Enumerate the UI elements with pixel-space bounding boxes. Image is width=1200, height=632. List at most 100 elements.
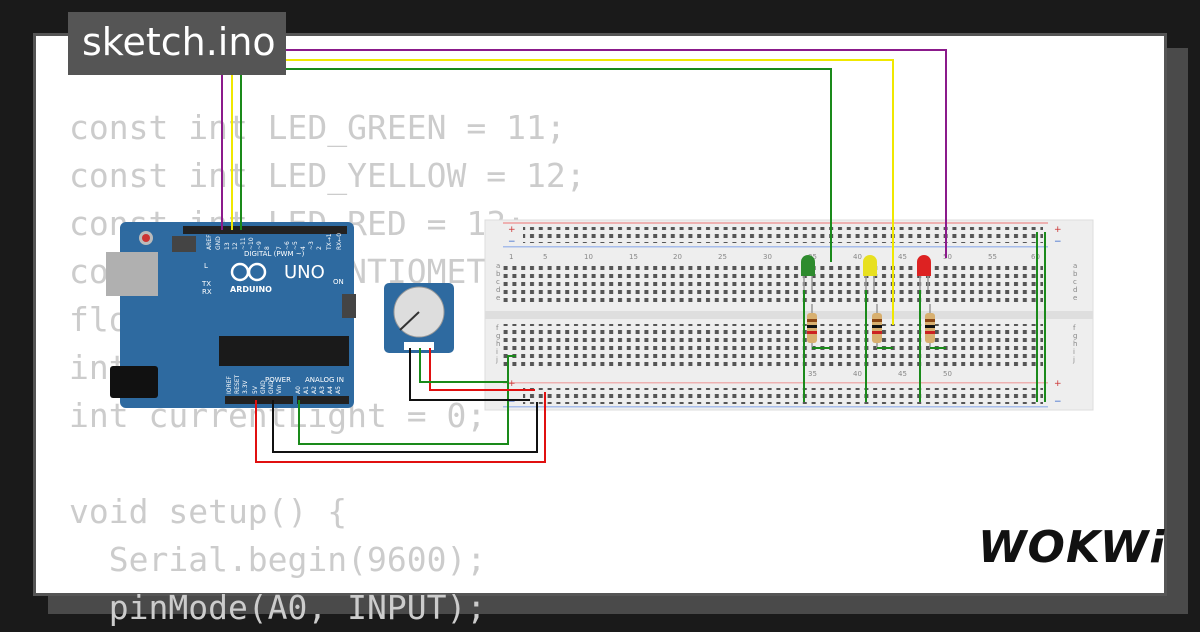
terminal-strip-bottom <box>503 324 1043 366</box>
column-number: 40 <box>853 370 862 378</box>
wokwi-logo: WOKWi <box>978 522 1166 573</box>
code-line: Serial.begin(9600); <box>69 540 487 579</box>
row-letter: h <box>1073 340 1077 348</box>
wire-green[interactable] <box>240 68 832 262</box>
bottom-power-rail <box>523 388 1043 404</box>
led-yellow[interactable] <box>863 255 877 290</box>
wire-purple[interactable] <box>221 49 947 258</box>
code-preview: const int LED_GREEN = 11;const int LED_Y… <box>69 104 645 632</box>
pin-label: GND <box>260 380 267 394</box>
column-number: 20 <box>673 253 682 261</box>
column-number: 50 <box>943 253 952 261</box>
pin-label: ~9 <box>256 241 263 250</box>
row-letter: c <box>1073 278 1077 286</box>
code-line: void setup() { <box>69 492 348 531</box>
row-letter: f <box>1073 324 1076 332</box>
pin-label: ~10 <box>248 237 255 250</box>
column-number: 15 <box>629 253 638 261</box>
column-number: 45 <box>898 370 907 378</box>
power-header-label: POWER <box>265 376 291 384</box>
column-number: 30 <box>763 253 772 261</box>
column-number: 10 <box>584 253 593 261</box>
l-label: L <box>204 262 208 270</box>
digital-header <box>183 226 347 234</box>
pin-label: 12 <box>232 242 239 250</box>
wire-yellow[interactable] <box>231 59 894 325</box>
pin-label: 7 <box>276 246 283 250</box>
column-number: 5 <box>543 253 547 261</box>
row-letter: a <box>496 262 500 270</box>
arduino-infinity-icon <box>230 262 267 282</box>
column-number: 45 <box>898 253 907 261</box>
pin-label: RX←0 <box>336 233 343 250</box>
wire-red[interactable] <box>255 392 546 463</box>
power-jack <box>110 366 158 398</box>
led-green[interactable] <box>801 255 815 290</box>
rail-plus-label: + <box>1054 225 1062 235</box>
arduino-uno-board[interactable]: DIGITAL (PWM ~) UNO ARDUINO ON TX RX L P… <box>106 222 356 408</box>
pin-label: A4 <box>327 386 334 394</box>
breadboard: 1 5 10 15 20 25 30 35 40 45 50 55 60 35 … <box>484 219 1094 411</box>
board-model-label: UNO <box>284 262 325 283</box>
wire-red[interactable] <box>429 348 535 391</box>
power-header <box>225 396 293 404</box>
terminal-strip-top <box>503 262 1043 304</box>
column-number: 60 <box>1031 253 1040 261</box>
row-letter: a <box>1073 262 1077 270</box>
rail-plus-label: + <box>508 379 516 389</box>
pin-label: TX→1 <box>326 233 333 251</box>
usb-port <box>106 252 158 296</box>
top-power-rail <box>523 227 1043 243</box>
pin-label: ~5 <box>292 241 299 250</box>
pin-label: 8 <box>264 246 271 250</box>
wire-green[interactable] <box>298 355 516 445</box>
wire-black[interactable] <box>272 400 538 453</box>
row-letter: i <box>1073 348 1075 356</box>
pin-label: 2 <box>316 246 323 250</box>
row-letter: e <box>1073 294 1077 302</box>
wire-green[interactable] <box>419 348 509 383</box>
row-letter: b <box>496 270 501 278</box>
row-letter: j <box>495 356 498 364</box>
digital-header-label: DIGITAL (PWM ~) <box>244 250 305 258</box>
pin-label: RESET <box>234 374 241 394</box>
pin-label: 5V <box>252 385 259 394</box>
rail-minus-label: − <box>1054 397 1062 407</box>
pin-label: ~11 <box>240 237 247 250</box>
column-number: 1 <box>509 253 513 261</box>
potentiometer-knob[interactable] <box>399 311 420 331</box>
pin-label: A0 <box>295 386 302 394</box>
file-tab[interactable]: sketch.ino <box>68 12 286 75</box>
row-letter: g <box>1073 332 1077 340</box>
row-letter: e <box>496 294 500 302</box>
pin-label: ~3 <box>308 241 315 250</box>
rail-plus-label: + <box>508 225 516 235</box>
row-letter: f <box>496 324 499 332</box>
code-line: const int LED_YELLOW = 12; <box>69 156 586 195</box>
pin-label: Vin <box>276 384 283 394</box>
column-number: 55 <box>988 253 997 261</box>
column-number: 40 <box>853 253 862 261</box>
column-number: 35 <box>808 370 817 378</box>
pin-label: GND <box>268 380 275 394</box>
pin-label: A3 <box>319 386 326 394</box>
on-label: ON <box>333 278 344 286</box>
potentiometer[interactable] <box>384 283 454 353</box>
led-red[interactable] <box>917 255 931 290</box>
row-letter: d <box>1073 286 1077 294</box>
rail-minus-label: − <box>508 397 516 407</box>
pin-label: IOREF <box>226 376 233 394</box>
pin-label: 3.3V <box>242 379 249 394</box>
rx-label: RX <box>202 288 212 296</box>
pin-label: A5 <box>335 386 342 394</box>
center-channel <box>485 311 1093 319</box>
row-letter: g <box>496 332 500 340</box>
column-number: 50 <box>943 370 952 378</box>
board-brand-label: ARDUINO <box>230 285 272 294</box>
wire-black[interactable] <box>409 348 530 401</box>
row-letter: c <box>496 278 500 286</box>
rail-minus-label: − <box>1054 237 1062 247</box>
row-letter: i <box>496 348 498 356</box>
pin-label: 4 <box>300 246 307 250</box>
pin-label: ~6 <box>284 241 291 250</box>
